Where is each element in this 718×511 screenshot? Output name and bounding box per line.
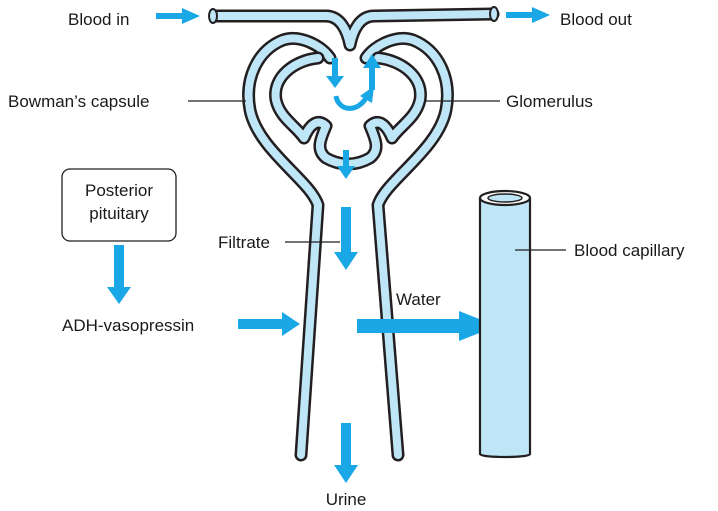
blood-in-label: Blood in (68, 10, 129, 29)
posterior-pituitary-label-1: Posterior (85, 181, 153, 200)
filtrate-arrow (334, 207, 358, 270)
adh-label: ADH-vasopressin (62, 316, 194, 335)
pituitary-arrow (107, 245, 131, 304)
bowmans-capsule-label: Bowman’s capsule (8, 92, 149, 111)
posterior-pituitary-label-2: pituitary (89, 204, 149, 223)
adh-arrow (238, 312, 300, 336)
water-label: Water (396, 290, 441, 309)
filtrate-label: Filtrate (218, 233, 270, 252)
water-arrow (357, 311, 497, 341)
urine-label: Urine (326, 490, 367, 509)
blood-capillary (480, 191, 530, 457)
blood-in-arrow (156, 8, 200, 24)
vessel-outlet-opening (490, 7, 498, 21)
curved-flow-arrow (336, 96, 366, 108)
vessel-inlet-opening (209, 9, 217, 23)
glomerulus-label: Glomerulus (506, 92, 593, 111)
blood-capillary-label: Blood capillary (574, 241, 685, 260)
urine-arrow (334, 423, 358, 483)
posterior-pituitary-box: Posterior pituitary (62, 169, 176, 241)
blood-out-arrow (506, 7, 550, 23)
blood-out-label: Blood out (560, 10, 632, 29)
blood-vessel (209, 7, 498, 45)
